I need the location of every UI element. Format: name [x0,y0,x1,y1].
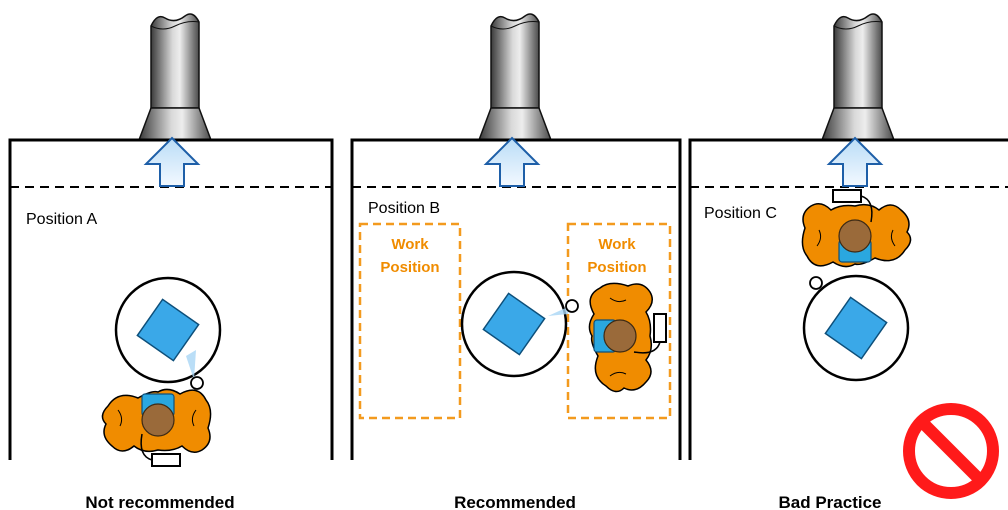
operator-icon [588,282,667,393]
work-position-label-line1: Work [391,236,429,253]
extraction-pipe-icon [478,13,552,141]
enclosure-outline [688,138,1008,460]
panel-c: Position C Bad Practice [688,13,1008,510]
airflow-arrow-icon [485,137,539,187]
extraction-pipe-icon [138,13,212,141]
extraction-pipe-icon [821,13,895,141]
work-position-box [358,222,462,420]
sample-dish-icon [460,270,568,378]
airflow-arrow-icon [828,137,882,187]
enclosure-outline [350,138,682,460]
prohibited-icon [903,403,999,499]
operator-icon [101,388,212,467]
work-position-box [566,222,672,420]
sightline-icon [186,350,204,390]
position-label: Position B [368,200,440,217]
panel-b: Position B Work Position Work Position R… [350,13,682,510]
position-label: Position C [704,205,777,222]
sample-dish-icon [802,274,910,382]
panel-a: Position A Not recommended [8,13,334,510]
work-position-label-line2: Position [587,259,646,276]
sightline-icon [548,299,579,316]
panel-caption: Not recommended [85,493,234,510]
sample-dish-icon [114,276,222,384]
position-label: Position A [26,211,97,228]
work-position-label-line1: Work [598,236,636,253]
panel-caption: Recommended [454,493,576,510]
airflow-arrow-icon [145,137,199,187]
work-position-label-line2: Position [380,259,439,276]
operator-icon [801,189,912,268]
panel-caption: Bad Practice [779,493,882,510]
